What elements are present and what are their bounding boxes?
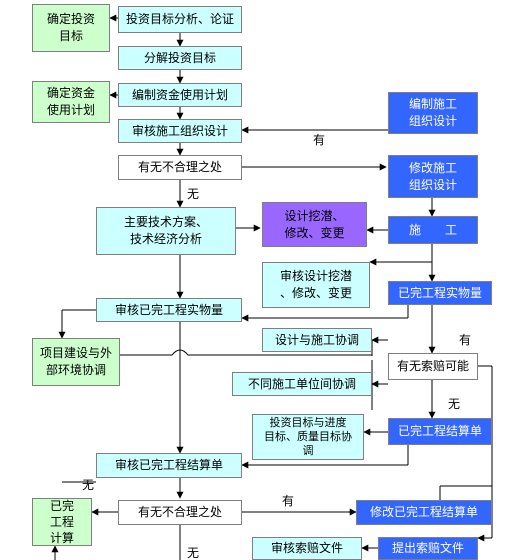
- node-completed-settlement: 已完工程结算单: [388, 418, 492, 445]
- node-decompose-goal: 分解投资目标: [118, 46, 242, 70]
- node-goal-progress-coord: 投资目标与进度 目标、质量目标协 调: [252, 414, 364, 460]
- node-modify-org-design: 修改施工 组织设计: [388, 155, 478, 198]
- node-analyze-goal: 投资目标分析、论证: [118, 6, 242, 33]
- node-construction: 施 工: [388, 216, 478, 244]
- label-yes-org: 有: [313, 133, 326, 147]
- node-review-claim-docs: 审核索赔文件: [252, 537, 362, 560]
- node-design-construction-coord: 设计与施工协调: [262, 328, 372, 352]
- node-external-coord: 项目建设与外 部环境协调: [32, 338, 120, 386]
- node-determine-goal: 确定投资 目标: [32, 4, 110, 52]
- node-check-unreasonable-1: 有无不合理之处: [118, 155, 242, 180]
- node-submit-claim-docs: 提出索赔文件: [378, 537, 478, 560]
- label-yes-claim: 有: [459, 333, 472, 347]
- label-no-1: 无: [187, 187, 200, 201]
- node-unit-coord: 不同施工单位间协调: [232, 372, 372, 396]
- node-prepare-org-design: 编制施工 组织设计: [388, 92, 478, 134]
- node-review-design-potential: 审核设计挖潜 、修改、变更: [262, 262, 370, 308]
- label-no-left: 无: [82, 478, 95, 492]
- edge-bus-hop: [120, 349, 372, 356]
- node-modify-settlement: 修改已完工程结算单: [356, 500, 492, 525]
- label-no-bottom: 无: [187, 546, 200, 560]
- label-yes-settle: 有: [282, 494, 295, 508]
- node-design-potential: 设计挖潜、 修改、变更: [262, 202, 367, 247]
- node-completed-quantity: 已完工程实物量: [388, 281, 492, 305]
- node-review-settlement: 审核已完工程结算单: [96, 453, 242, 478]
- node-prepare-fund-plan: 编制资金使用计划: [118, 83, 242, 107]
- node-tech-econ-analysis: 主要技术方案、 技术经济分析: [96, 207, 236, 255]
- node-review-org-design: 审核施工组织设计: [118, 119, 242, 143]
- node-check-unreasonable-2: 有无不合理之处: [118, 500, 242, 525]
- node-determine-fund-plan: 确定资金 使用计划: [32, 81, 110, 123]
- label-no-claim: 无: [448, 397, 461, 411]
- node-completed-engineering-calc: 已完 工程 计算: [32, 498, 92, 546]
- node-review-completed-quantity: 审核已完工程实物量: [96, 298, 242, 322]
- node-claim-possible: 有无索赔可能: [388, 353, 478, 380]
